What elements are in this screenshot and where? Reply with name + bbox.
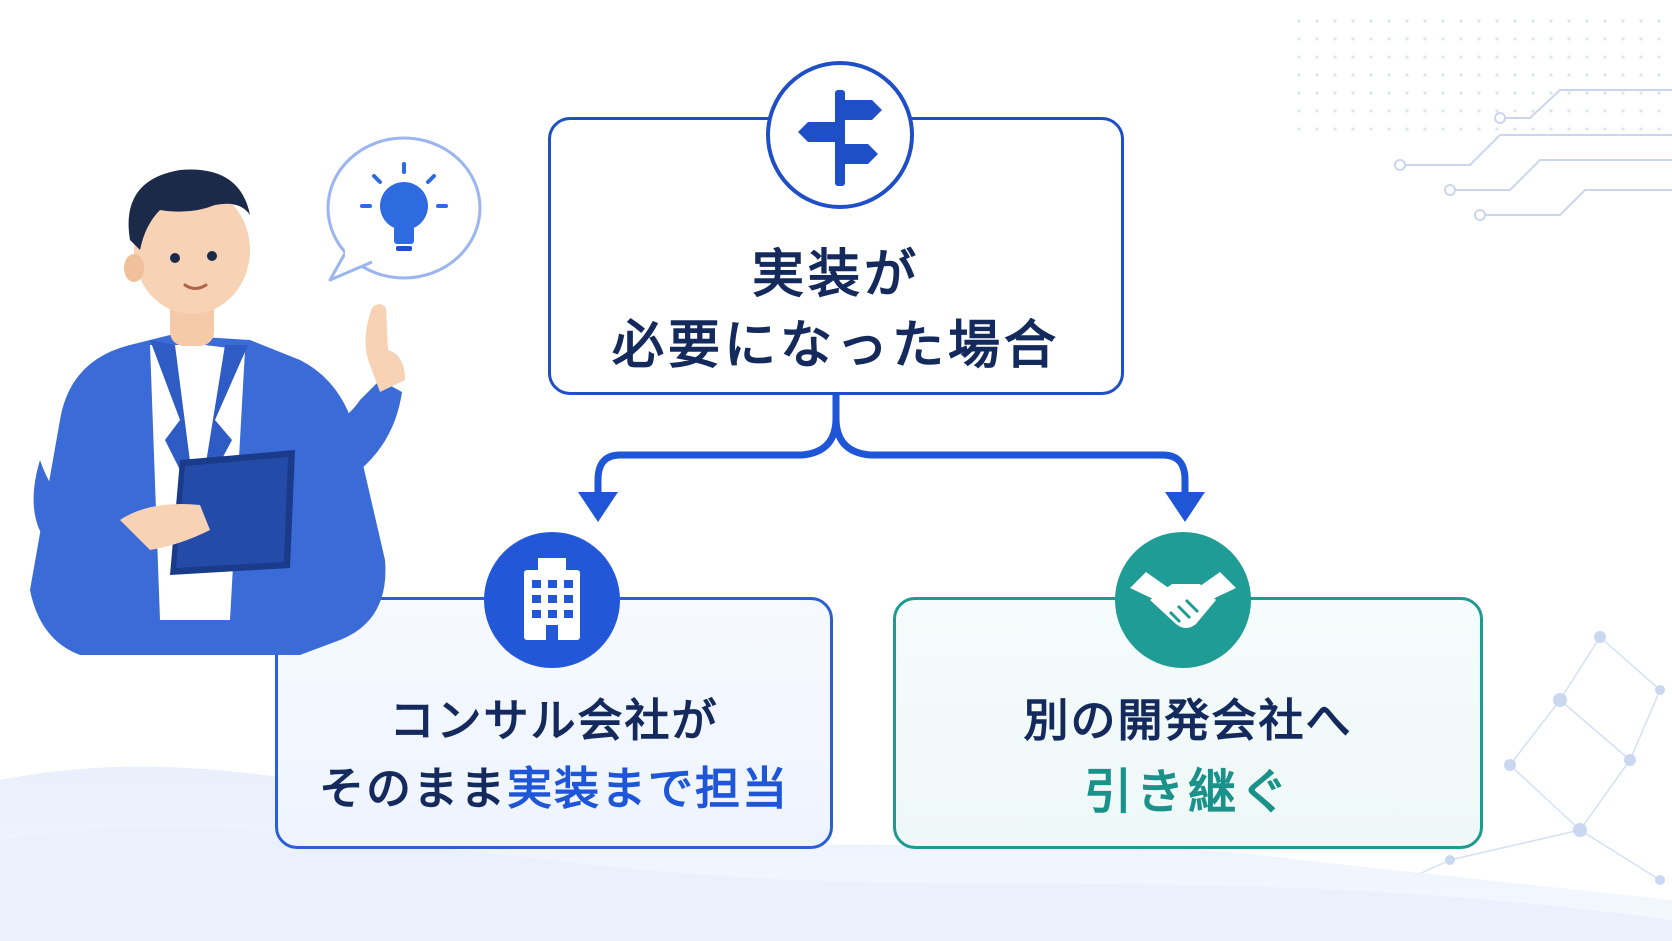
top-box-line1: 実装が — [751, 245, 920, 305]
left-box-line2-highlight: 実装まで担当 — [507, 762, 790, 815]
left-box-line2: そのまま実装まで担当 — [275, 752, 833, 817]
left-box-line2-prefix: そのまま — [318, 762, 507, 815]
lightbulb-icon — [360, 162, 448, 251]
building-icon — [484, 532, 620, 668]
right-box-line2: 引き継ぐ — [1083, 764, 1292, 820]
right-box-line1: 別の開発会社へ — [1023, 694, 1353, 747]
top-box-line2: 必要になった場合 — [611, 316, 1060, 376]
signpost-icon — [766, 61, 914, 209]
handshake-icon — [1115, 532, 1251, 668]
left-box-line1: コンサル会社が — [389, 694, 719, 747]
arrow-head-right — [1165, 492, 1205, 522]
arrow-head-left — [578, 492, 618, 522]
